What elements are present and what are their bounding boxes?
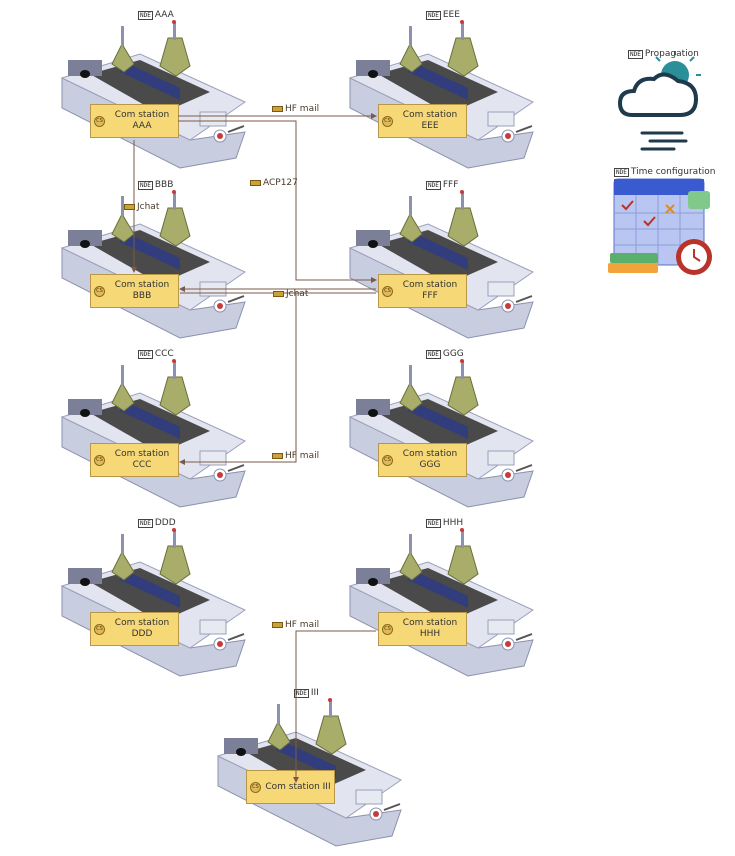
node-tag-icon: NDE	[138, 10, 153, 20]
link-icon	[124, 204, 135, 210]
link-icon	[272, 453, 283, 459]
com-station-box[interactable]: CS Com station III	[246, 770, 335, 804]
link-label-acp127[interactable]: ACP127	[250, 178, 298, 188]
ship-name-label: NDE EEE	[426, 10, 460, 20]
ship-icon	[60, 20, 247, 169]
ship-name-label: NDE III	[294, 688, 319, 698]
ship-node-iii[interactable]: NDE III CS Com station III	[216, 688, 406, 848]
station-icon: CS	[94, 285, 105, 297]
link-label-hf-mail-fff-ccc[interactable]: HF mail	[272, 451, 319, 461]
ship-name-label: NDE FFF	[426, 180, 459, 190]
ship-name-label: NDE GGG	[426, 349, 464, 359]
station-icon: CS	[382, 115, 393, 127]
com-station-box[interactable]: CS Com station EEE	[378, 104, 467, 138]
node-tag-icon: NDE	[426, 10, 441, 20]
link-line-aaa-fff	[178, 120, 377, 283]
ship-name-label: NDE CCC	[138, 349, 174, 359]
com-station-box[interactable]: CS Com station AAA	[90, 104, 179, 138]
station-icon: CS	[382, 285, 393, 297]
com-station-box[interactable]: CS Com station FFF	[378, 274, 467, 308]
weather-cloud-icon	[617, 51, 701, 151]
ship-name-label: NDE BBB	[138, 180, 174, 190]
link-icon	[273, 291, 284, 297]
com-station-box[interactable]: CS Com station CCC	[90, 443, 179, 477]
station-icon: CS	[382, 623, 393, 635]
link-icon	[272, 622, 283, 628]
ship-name-label: NDE AAA	[138, 10, 174, 20]
node-tag-icon: NDE	[138, 518, 153, 528]
ship-node-eee[interactable]: NDE EEE CS Com station EEE	[348, 10, 538, 170]
ship-name-label: NDE DDD	[138, 518, 176, 528]
node-tag-icon: NDE	[426, 349, 441, 359]
station-icon: CS	[94, 115, 105, 127]
node-tag-icon: NDE	[294, 688, 309, 698]
link-label-hf-mail-aaa-eee[interactable]: HF mail	[272, 104, 319, 114]
station-icon: CS	[382, 454, 393, 466]
station-icon: CS	[94, 454, 105, 466]
link-label-hf-mail-hhh-iii[interactable]: HF mail	[272, 620, 319, 630]
ship-node-aaa[interactable]: NDE AAA CS Com station AAA	[60, 10, 250, 170]
link-line-fff-ccc	[179, 293, 297, 465]
link-icon	[250, 180, 261, 186]
com-station-box[interactable]: CS Com station BBB	[90, 274, 179, 308]
ship-name-label: NDE HHH	[426, 518, 464, 528]
ship-node-fff[interactable]: NDE FFF CS Com station FFF	[348, 180, 538, 340]
node-tag-icon: NDE	[614, 167, 629, 177]
link-label-jchat-aaa-bbb[interactable]: Jchat	[124, 202, 159, 212]
ship-node-bbb[interactable]: NDE BBB CS Com station BBB	[60, 180, 250, 340]
node-tag-icon: NDE	[138, 180, 153, 190]
node-tag-icon: NDE	[138, 349, 153, 359]
node-tag-icon: NDE	[426, 180, 441, 190]
node-tag-icon: NDE	[628, 49, 643, 59]
link-line-hhh-iii	[293, 630, 376, 783]
station-icon: CS	[94, 623, 105, 635]
calendar-clock-icon	[608, 178, 712, 275]
link-label-jchat-fff-bbb[interactable]: Jchat	[273, 289, 308, 299]
node-tag-icon: NDE	[426, 518, 441, 528]
station-icon: CS	[250, 781, 261, 793]
link-icon	[272, 106, 283, 112]
